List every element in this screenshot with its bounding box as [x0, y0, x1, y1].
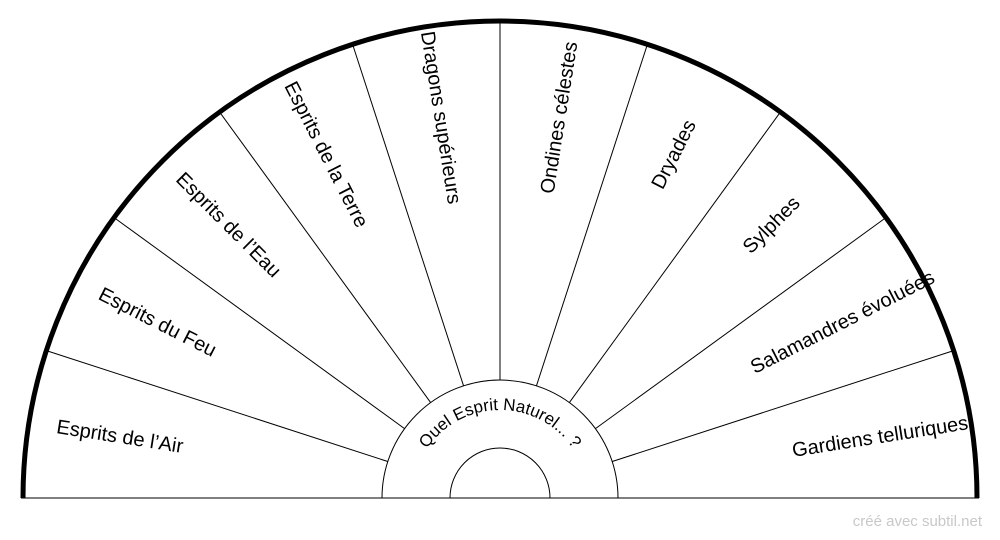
segment-label: Ondines célestes: [537, 40, 583, 195]
inner-arc: [381, 379, 619, 499]
segment-label: Esprits de l’Air: [55, 416, 185, 458]
segment-divider: [113, 217, 405, 430]
hub-arc: [449, 447, 551, 499]
segment-divider: [595, 217, 887, 430]
segment-divider: [535, 44, 648, 386]
credit-text: créé avec subtil.net: [852, 513, 982, 530]
segment-label: Salamandres évoluées: [747, 267, 938, 379]
segment-divider: [612, 350, 954, 463]
segment-label: Gardiens telluriques: [791, 412, 970, 462]
segment-label: Esprits du Feu: [95, 284, 220, 362]
segment-label: Dryades: [647, 116, 700, 192]
question-text: Quel Esprit Naturel... ?: [415, 395, 585, 451]
segment-label: Esprits de l’Eau: [171, 168, 285, 282]
segment-divider: [352, 44, 465, 386]
segment-divider: [46, 350, 388, 463]
segment-divider: [568, 111, 781, 403]
outer-arc: [20, 18, 980, 499]
segment-label: Dragons supérieurs: [416, 30, 465, 206]
segment-label: Sylphes: [739, 192, 805, 258]
segment-label: Esprits de la Terre: [280, 78, 373, 231]
segment-dividers: [46, 21, 954, 463]
segment-divider: [219, 111, 432, 403]
